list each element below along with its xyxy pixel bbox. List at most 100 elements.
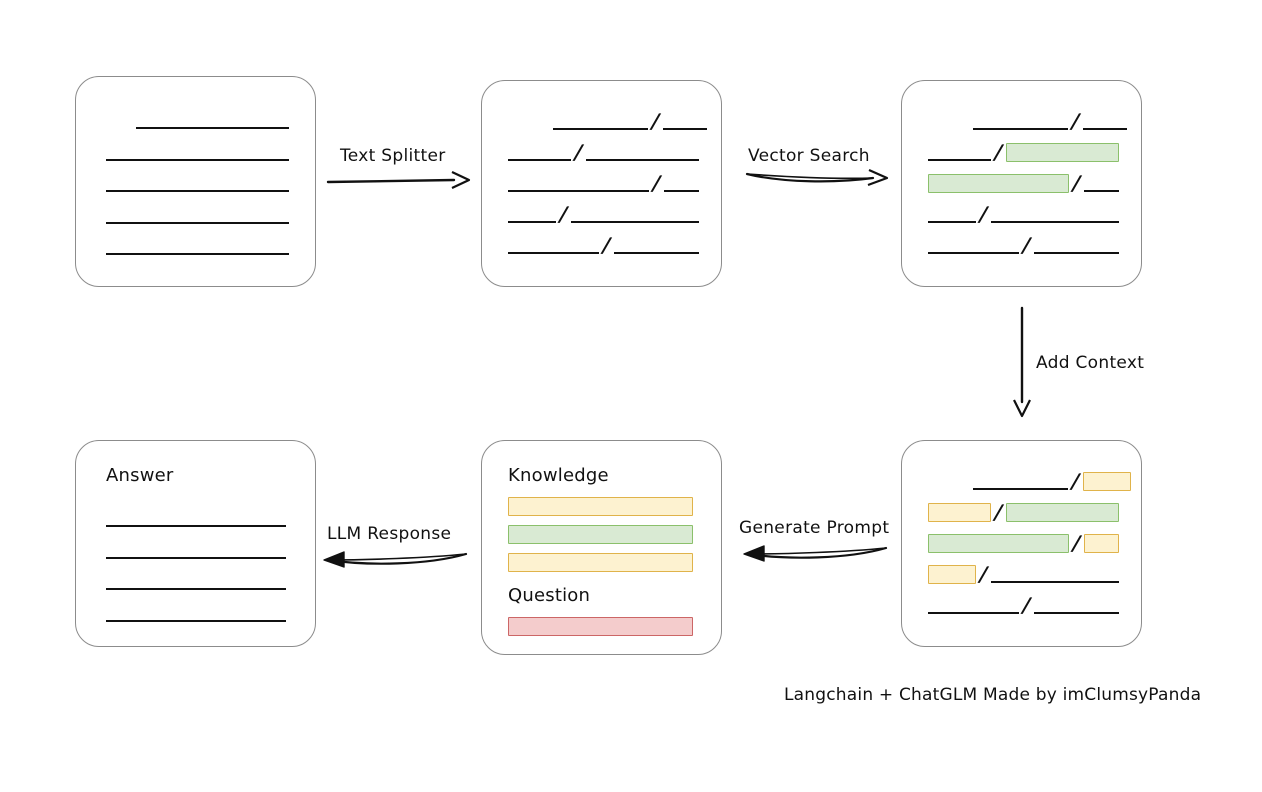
text-row [106, 204, 289, 226]
slash-separator: / [1071, 468, 1081, 493]
text-line-segment [106, 588, 286, 590]
highlight-segment-yellow [1084, 533, 1120, 553]
llm-response-arrow-icon [323, 551, 468, 568]
text-splitter-arrow-icon [326, 171, 471, 189]
text-line-segment [663, 128, 708, 130]
text-line-segment [991, 581, 1120, 583]
prompt-bar-green [508, 525, 693, 544]
text-row: / [508, 139, 700, 164]
text-row: / [928, 499, 1120, 524]
text-row [106, 570, 286, 592]
text-row: / [928, 139, 1120, 164]
answer-box[interactable]: Answer [75, 440, 316, 647]
text-row [106, 507, 286, 529]
arrow-label-vector-search: Vector Search [748, 146, 870, 166]
text-row: / [928, 561, 1120, 586]
text-row: / [973, 468, 1132, 493]
slash-separator: / [994, 139, 1004, 164]
text-line-segment [1034, 612, 1120, 614]
text-line-segment [1083, 128, 1128, 130]
footer-credit: Langchain + ChatGLM Made by imClumsyPand… [784, 685, 1202, 705]
text-line-segment [553, 128, 648, 130]
highlight-segment-green [928, 533, 1069, 553]
text-row: / [553, 108, 708, 133]
text-line-segment [973, 128, 1068, 130]
text-line-segment [106, 221, 289, 224]
text-line-segment [106, 158, 289, 161]
text-row [106, 172, 289, 194]
slash-separator: / [979, 561, 989, 586]
text-line-segment [106, 619, 286, 622]
slash-separator: / [574, 139, 584, 164]
text-row: / [508, 170, 700, 195]
text-row: / [928, 530, 1120, 555]
slash-separator: / [652, 170, 662, 195]
prompt-bar-yellow [508, 553, 693, 572]
split-chunks-box[interactable]: / / / / / [481, 80, 722, 287]
add-context-arrow-icon [1013, 306, 1031, 418]
source-document-box[interactable] [75, 76, 316, 287]
text-row: / [508, 232, 700, 257]
highlight-segment-green [1006, 502, 1120, 522]
slash-separator: / [1072, 530, 1082, 555]
generate-prompt-arrow-icon [743, 545, 888, 562]
text-line-segment [508, 159, 571, 161]
slash-separator: / [1072, 170, 1082, 195]
text-row: / [928, 232, 1120, 257]
arrow-label-generate-prompt: Generate Prompt [739, 518, 890, 538]
text-line-segment [1034, 252, 1120, 254]
answer-label: Answer [106, 465, 174, 486]
prompt-bar-red [508, 617, 693, 636]
slash-separator: / [602, 232, 612, 257]
text-row: / [928, 170, 1120, 195]
prompt-box[interactable]: Knowledge Question [481, 440, 722, 655]
slash-separator: / [979, 201, 989, 226]
text-line-segment [508, 221, 556, 223]
text-row: / [508, 201, 700, 226]
text-line-segment [106, 190, 289, 192]
text-line-segment [1084, 190, 1120, 192]
arrow-label-llm-response: LLM Response [327, 524, 452, 544]
slash-separator: / [1071, 108, 1081, 133]
text-line-segment [928, 221, 976, 223]
text-line-segment [973, 488, 1068, 490]
text-row: / [928, 201, 1120, 226]
highlight-segment-yellow [1083, 471, 1132, 491]
highlight-segment-green [928, 173, 1069, 193]
text-line-segment [508, 190, 649, 192]
prompt-bar-yellow [508, 497, 693, 516]
text-line-segment [586, 159, 700, 161]
slash-separator: / [1022, 592, 1032, 617]
text-line-segment [106, 525, 286, 527]
matched-chunks-box[interactable]: / / / / / [901, 80, 1142, 287]
knowledge-label: Knowledge [508, 465, 609, 486]
slash-separator: / [651, 108, 661, 133]
text-line-segment [136, 127, 289, 129]
highlight-segment-green [1006, 142, 1120, 162]
text-line-segment [614, 252, 700, 254]
text-row [106, 539, 286, 561]
slash-separator: / [1022, 232, 1032, 257]
text-line-segment [106, 253, 289, 255]
text-line-segment [928, 612, 1019, 614]
slash-separator: / [994, 499, 1004, 524]
text-row [106, 141, 289, 163]
text-row: / [928, 592, 1120, 617]
question-label: Question [508, 585, 591, 606]
arrow-label-add-context: Add Context [1036, 353, 1145, 373]
text-line-segment [508, 252, 599, 254]
slash-separator: / [559, 201, 569, 226]
text-row: / [973, 108, 1128, 133]
text-line-segment [928, 252, 1019, 254]
context-chunks-box[interactable]: / / / / / [901, 440, 1142, 647]
text-line-segment [991, 221, 1120, 223]
arrow-label-text-splitter: Text Splitter [340, 146, 446, 166]
text-line-segment [106, 556, 286, 559]
text-line-segment [664, 190, 700, 192]
text-row [106, 602, 286, 624]
text-row [136, 109, 289, 131]
text-row [106, 235, 289, 257]
vector-search-arrow-icon [745, 168, 889, 187]
highlight-segment-yellow [928, 502, 991, 522]
